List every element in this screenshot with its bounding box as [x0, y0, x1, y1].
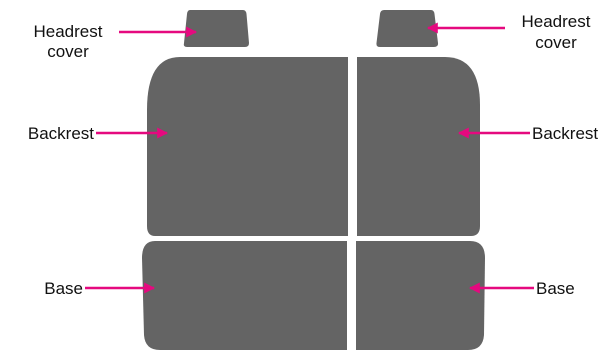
base-left-label: Base — [44, 279, 83, 298]
backrest-right-label: Backrest — [532, 124, 598, 143]
base-right-label: Base — [536, 279, 575, 298]
headrest-right-label-line1: Headrest — [522, 12, 591, 31]
base-left — [142, 241, 347, 350]
headrest-cover-left — [183, 10, 249, 47]
headrest-cover-right — [376, 10, 439, 47]
headrest-left-label-line2: cover — [47, 42, 89, 61]
backrest-right — [357, 57, 480, 236]
backrest-left — [147, 57, 348, 236]
base-right — [356, 241, 485, 350]
headrest-right-label-line2: cover — [535, 33, 577, 52]
backrest-left-label: Backrest — [28, 124, 94, 143]
headrest-left-label-line1: Headrest — [34, 22, 103, 41]
